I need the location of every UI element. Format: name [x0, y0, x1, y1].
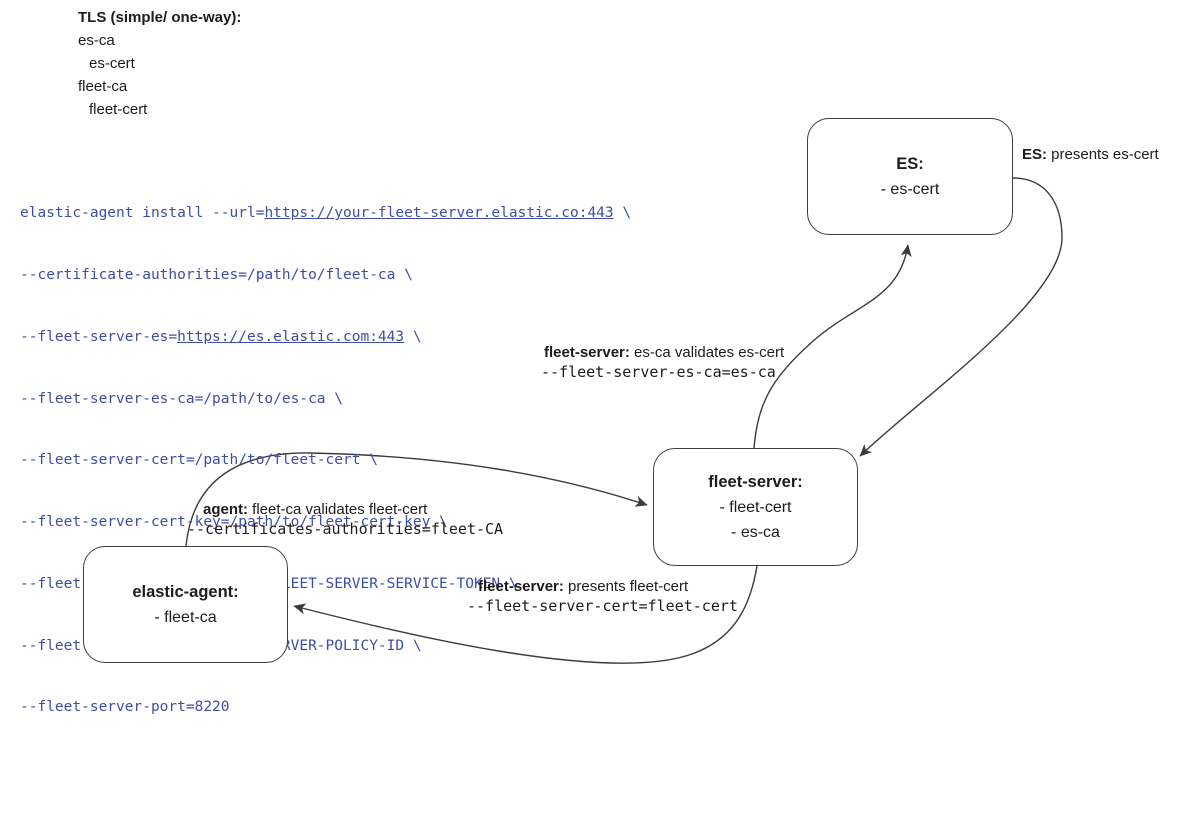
node-es-line: - es-cert — [880, 180, 940, 198]
label-code: --fleet-server-cert=fleet-cert — [467, 597, 738, 615]
legend-item-es-ca: es-ca — [78, 32, 115, 49]
edge-agent-to-fleet[interactable] — [185, 452, 648, 547]
legend-item-es-cert: es-cert — [89, 55, 135, 72]
install-command-block: elastic-agent install --url=https://your… — [20, 162, 631, 759]
code-line: --fleet-server-port=8220 — [20, 699, 230, 716]
label-text: presents es-cert — [1047, 146, 1159, 163]
code-line: --fleet-server-es=https://es.elastic.com… — [20, 327, 631, 348]
node-es-title: ES: — [896, 154, 924, 173]
edge-es-to-fleet[interactable] — [859, 177, 1063, 457]
code-text: \ — [404, 328, 422, 345]
node-elastic-agent-line: - fleet-ca — [154, 608, 217, 626]
label-text: presents fleet-cert — [563, 578, 689, 595]
label-bold: agent: — [203, 501, 248, 518]
code-line: --fleet-server-es-ca=/path/to/es-ca \ — [20, 390, 344, 407]
tls-legend-title: TLS (simple/ one-way): — [78, 9, 242, 26]
node-fleet-server-line: - fleet-cert — [719, 498, 792, 516]
node-fleet-server-title: fleet-server: — [708, 472, 803, 491]
code-line: elastic-agent install --url=https://your… — [20, 203, 631, 224]
code-line: --fleet-server-cert=/path/to/fleet-cert … — [20, 452, 378, 469]
edge-fleet-to-agent[interactable] — [293, 565, 758, 664]
legend-item-fleet-cert: fleet-cert — [89, 101, 148, 118]
node-es[interactable]: ES: - es-cert — [807, 118, 1013, 235]
code-line: --certificate-authorities=/path/to/fleet… — [20, 266, 413, 283]
code-text: elastic-agent install --url= — [20, 205, 265, 222]
code-text: \ — [613, 205, 632, 222]
label-bold: fleet-server: — [544, 344, 630, 361]
label-line: fleet-server: presents fleet-cert — [478, 578, 738, 596]
label-line: agent: fleet-ca validates fleet-cert — [203, 501, 503, 519]
es-url-link[interactable]: https://es.elastic.com:443 — [177, 328, 405, 345]
label-line: fleet-server: es-ca validates es-cert — [544, 344, 784, 362]
label-bold: ES: — [1022, 146, 1048, 163]
label-fleet-presents-fleet-cert: fleet-server: presents fleet-cert --flee… — [467, 578, 738, 616]
legend-item-fleet-ca: fleet-ca — [78, 78, 128, 95]
node-fleet-server-line: - es-ca — [731, 523, 780, 541]
tls-legend: TLS (simple/ one-way): es-ca es-cert fle… — [78, 6, 241, 121]
label-fleet-validates-es-cert: fleet-server: es-ca validates es-cert --… — [541, 344, 784, 382]
node-elastic-agent[interactable]: elastic-agent: - fleet-ca — [83, 546, 288, 663]
code-text: --fleet-server-es= — [20, 328, 178, 345]
label-code: --fleet-server-es-ca=es-ca — [541, 363, 776, 381]
label-es-presents-es-cert: ES: presents es-cert — [1022, 146, 1159, 164]
label-bold: fleet-server: — [478, 578, 564, 595]
label-code: --certificates-authorities=fleet-CA — [187, 520, 504, 538]
label-line: ES: presents es-cert — [1022, 146, 1159, 164]
node-elastic-agent-title: elastic-agent: — [132, 582, 239, 601]
edge-fleet-to-es[interactable] — [753, 244, 912, 449]
fleet-server-url-link[interactable]: https://your-fleet-server.elastic.co:443 — [264, 205, 614, 222]
code-line: --fleet-server-cert-key=/path/to/fleet-c… — [20, 514, 448, 531]
label-text: fleet-ca validates fleet-cert — [248, 501, 428, 518]
label-text: es-ca validates es-cert — [629, 344, 785, 361]
label-agent-validates-fleet-cert: agent: fleet-ca validates fleet-cert --c… — [187, 501, 503, 539]
node-fleet-server[interactable]: fleet-server: - fleet-cert - es-ca — [653, 448, 858, 566]
